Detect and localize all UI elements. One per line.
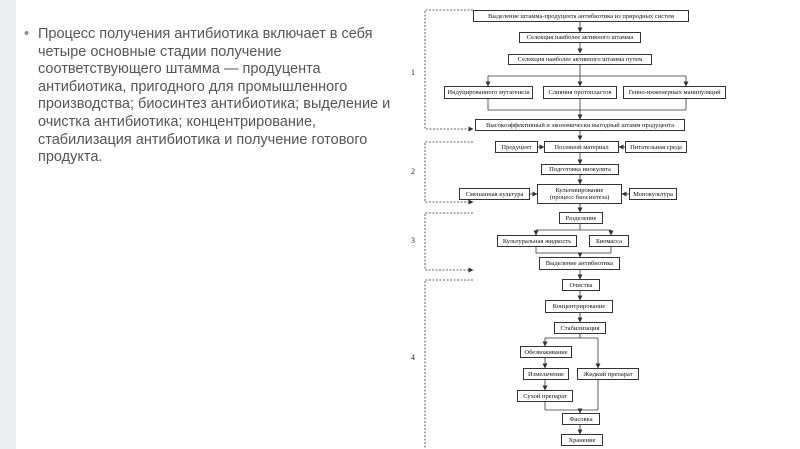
box-isolation: Выделение штамма-продуцента антибиотика …: [473, 10, 689, 22]
box-dry-preparation: Сухой препарат: [517, 390, 573, 402]
bullet-text: Процесс получения антибиотика включает в…: [38, 26, 391, 166]
box-protoplast: Слияния протопластов: [543, 86, 617, 99]
bullet-item: • Процесс получения антибиотика включает…: [22, 26, 400, 167]
box-packaging: Фасовка: [562, 413, 600, 425]
box-genetic-engineering: Генно-инженерных манипуляций: [623, 86, 726, 99]
box-efficient-strain: Высокоэффективный и экономически выгодны…: [475, 119, 685, 131]
flowchart-connectors: [424, 9, 689, 448]
slide-left-bar: [0, 0, 16, 449]
box-selection-by: Селекция наиболее активного штамма путем: [508, 54, 652, 65]
box-storage: Хранение: [561, 434, 603, 446]
bullet-dot-icon: •: [24, 26, 30, 42]
box-mutagenesis: Индуцированного мутагенеза: [444, 86, 533, 99]
stage-number-1: 1: [411, 68, 415, 77]
box-dehydration: Обезвоживание: [520, 346, 572, 358]
box-antibiotic-isolation: Выделение антибиотика: [539, 257, 620, 270]
box-nutrient-medium: Питательная среда: [625, 141, 687, 153]
flowchart-diagram: 1 2 3 4 Выделение штамма-продуцента анти…: [411, 4, 782, 448]
cultivation-line-1: Культивирование: [555, 187, 604, 194]
box-biomass: Биомасса: [589, 235, 629, 247]
cultivation-line-2: (процесс биосинтеза): [549, 194, 610, 201]
box-producer: Продуцент: [495, 141, 538, 153]
box-mixed-culture: Смешанная культура: [459, 188, 530, 200]
box-stabilization: Стабилизация: [554, 322, 606, 334]
box-culture-liquid: Культуральная жидкость: [497, 235, 577, 247]
box-liquid-preparation: Жидкий препарат: [577, 368, 639, 380]
stage-number-3: 3: [411, 236, 415, 245]
box-monoculture: Монокультура: [629, 188, 677, 200]
box-inoculum: Подготовка инокулята: [541, 164, 619, 175]
stage-number-4: 4: [411, 353, 415, 362]
box-purification: Очистка: [562, 279, 600, 291]
box-selection-active: Селекция наиболее активного штамма: [519, 32, 641, 43]
box-grinding: Измельчение: [523, 368, 569, 380]
stage-number-2: 2: [411, 167, 415, 176]
box-seed-material: Посевной материал: [544, 141, 619, 153]
box-concentration: Концентрирование: [545, 300, 613, 313]
box-cultivation: Культивирование (процесс биосинтеза): [537, 184, 622, 204]
bullet-list: • Процесс получения антибиотика включает…: [22, 26, 400, 167]
box-separation: Разделение: [559, 212, 603, 224]
